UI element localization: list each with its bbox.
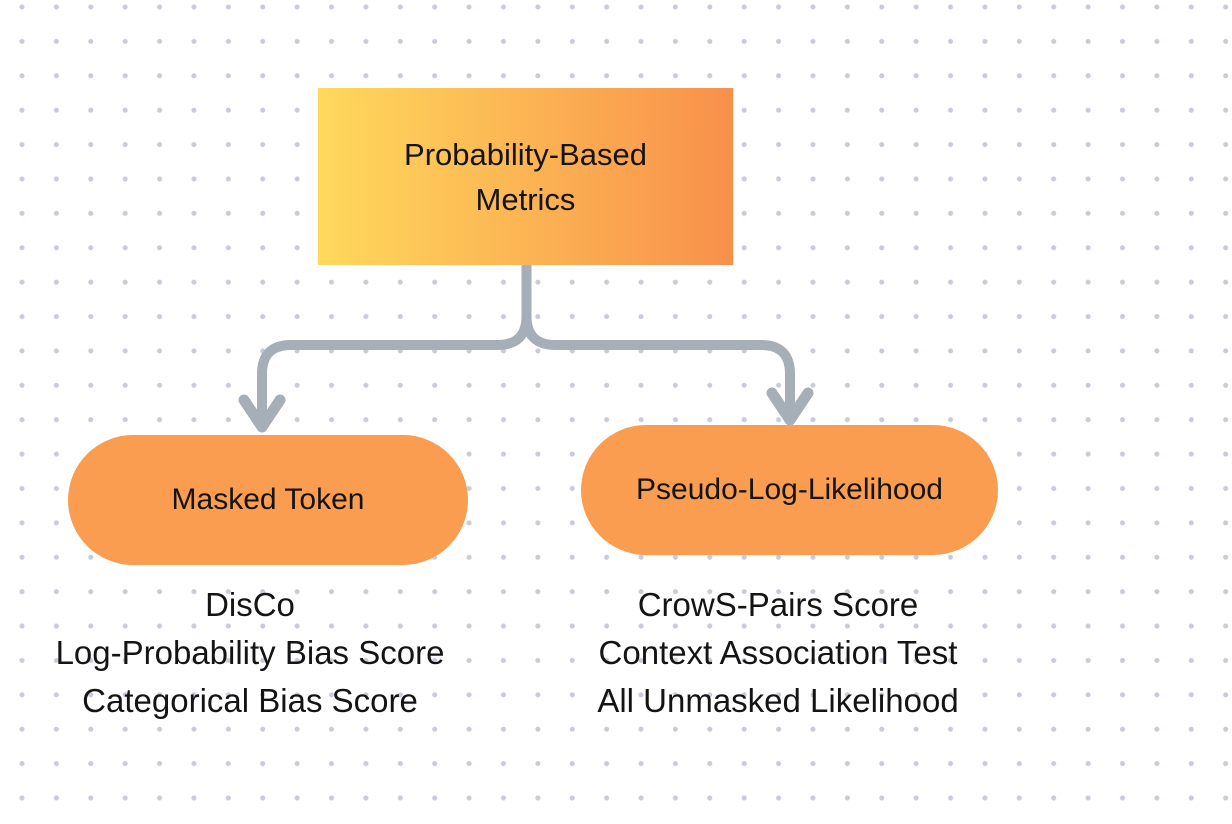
root-node-label: Probability-Based Metrics <box>404 136 647 217</box>
pseudo-log-likelihood-metrics-list: CrowS-Pairs Score Context Association Te… <box>546 581 1010 725</box>
arrowhead-down-right-icon <box>766 387 814 426</box>
pseudo-log-likelihood-label: Pseudo-Log-Likelihood <box>636 473 943 506</box>
arrowhead-down-left-icon <box>238 394 286 433</box>
masked-token-label: Masked Token <box>171 483 365 516</box>
masked-token-metrics-list: DisCo Log-Probability Bias Score Categor… <box>18 581 482 725</box>
connector-branch-left <box>257 258 532 417</box>
node-probability-based-metrics: Probability-Based Metrics <box>318 88 733 265</box>
list-item: Log-Probability Bias Score <box>55 634 445 671</box>
list-item: CrowS-Pairs Score <box>637 586 919 623</box>
list-item: DisCo <box>205 586 295 623</box>
node-masked-token: Masked Token <box>68 435 468 565</box>
node-pseudo-log-likelihood: Pseudo-Log-Likelihood <box>581 425 998 555</box>
list-item: Context Association Test <box>598 634 958 671</box>
connector-branch-right <box>521 258 795 410</box>
list-item: All Unmasked Likelihood <box>597 682 959 719</box>
list-item: Categorical Bias Score <box>82 682 418 719</box>
